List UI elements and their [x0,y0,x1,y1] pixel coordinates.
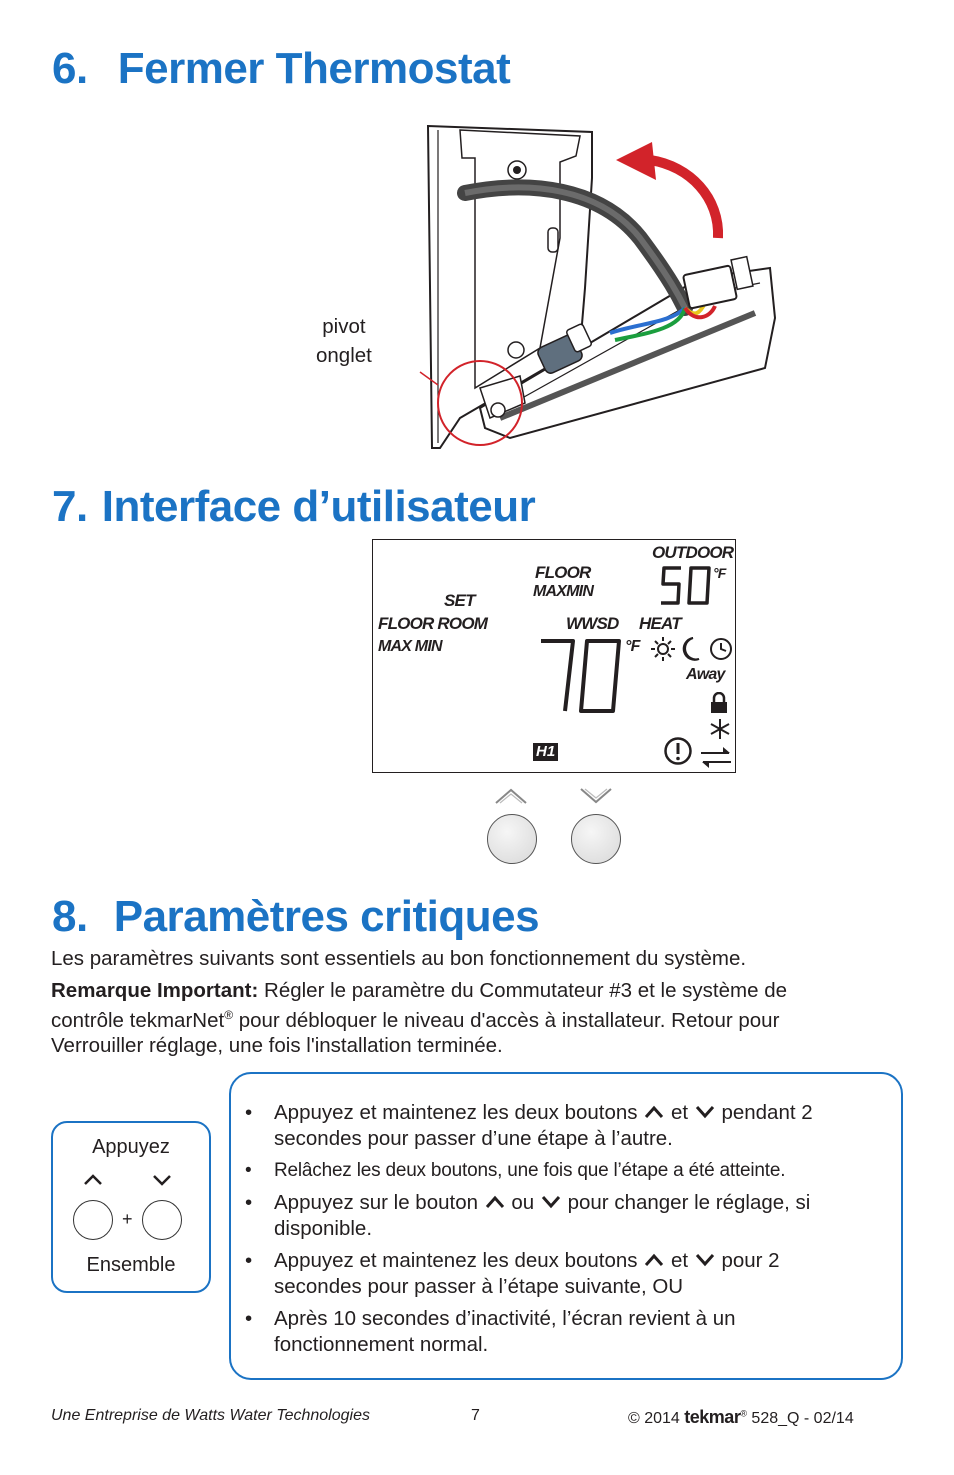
wwsd-label: WWSD [566,614,619,633]
h1-badge: H1 [533,743,559,761]
floor-room-label: FLOOR ROOM [378,614,488,633]
callout-line-2: onglet [316,344,372,367]
up-chevron-icon [645,1105,664,1118]
instructions-list: • Appuyez et maintenez les deux boutons … [245,1100,895,1364]
max-min-label: MAX MIN [378,638,443,655]
set-label: SET [444,591,475,610]
item-text: disponible. [274,1217,373,1240]
up-chevron-icon [645,1253,664,1266]
snowflake-icon [710,719,730,739]
down-button[interactable] [571,814,621,864]
item-text: pour changer le réglage, si [561,1191,811,1214]
section-8-intro: Les paramètres suivants sont essentiels … [51,947,747,970]
bullet: • [245,1101,253,1124]
mode-icons [651,637,732,661]
outdoor-temperature-digits [661,566,711,605]
note-label: Remarque Important: [51,979,259,1002]
section-7-heading: 7. Interface d’utilisateur [52,482,536,532]
section-number: 8. [52,892,88,941]
down-chevron-icon [695,1106,714,1119]
bullet: • [245,1160,252,1181]
item-text: pour 2 [715,1249,780,1272]
item-text: secondes pour passer à l’étape suivante,… [274,1275,684,1298]
outdoor-unit: °F [713,565,726,581]
item-text: Après 10 secondes d’inactivité, l’écran … [274,1307,736,1330]
pivot-callout-label: pivot onglet [316,312,372,370]
warning-icon [664,737,692,765]
plus-sign: + [122,1209,133,1229]
note-line-2a: contrôle tekmarNet [51,1008,225,1032]
section-title: Fermer Thermostat [117,44,511,93]
footer-right: © 2014 tekmar® 528_Q - 02/14 [628,1407,854,1428]
small-down-chevron-icon [153,1175,171,1186]
item-text: fonctionnement normal. [274,1333,489,1356]
down-chevron-icon [695,1254,714,1267]
press-together-diagram: Appuyez + Ensemble [51,1121,211,1293]
small-down-button-drawing [142,1200,182,1240]
bullet: • [245,1249,253,1272]
press-bottom-label: Ensemble [86,1254,176,1276]
page-number: 7 [471,1407,480,1424]
section-number: 6. [52,44,88,93]
sun-icon [651,637,675,661]
note-line-2b: pour débloquer le niveau d'accès à insta… [233,1008,780,1032]
list-item: • Appuyez et maintenez les deux boutons … [245,1248,895,1300]
down-chevron-icon [541,1196,561,1209]
item-text: pendant 2 [715,1101,813,1124]
small-up-button-drawing [73,1200,113,1240]
thermostat-closing-illustration [419,124,777,449]
moon-icon [682,637,700,661]
item-text: ou [505,1191,540,1214]
list-item: • Relâchez les deux boutons, une fois qu… [245,1158,895,1184]
bullet: • [245,1307,253,1330]
brand-reg-mark: ® [740,1408,747,1419]
note-line-1: Régler le paramètre du Commutateur #3 et… [258,979,788,1002]
list-item: • Appuyez et maintenez les deux boutons … [245,1100,895,1152]
bullet: • [245,1191,253,1214]
press-top-label: Appuyez [92,1136,170,1158]
section-title: Interface d’utilisateur [101,482,536,531]
list-item: • Appuyez sur le bouton ou pour changer … [245,1190,895,1242]
small-up-chevron-icon [84,1174,102,1185]
up-chevron-icon [485,1195,504,1208]
exchange-arrows-icon [701,747,731,768]
copyright: © 2014 [628,1410,680,1427]
item-text: Appuyez sur le bouton [274,1191,484,1214]
section-8-heading: 8. Paramètres critiques [52,892,540,942]
item-text: Relâchez les deux boutons, une fois que … [274,1160,786,1181]
section-number: 7. [52,482,88,531]
instructions-box: • Appuyez et maintenez les deux boutons … [229,1072,903,1380]
list-item: • Après 10 secondes d’inactivité, l’écra… [245,1306,895,1358]
tekmar-logo: tekmar [684,1407,741,1427]
down-chevron-icon [580,788,612,804]
item-text: Appuyez et maintenez les deux boutons [274,1249,644,1272]
important-note: Remarque Important: Régler le paramètre … [51,978,906,1058]
registered-mark: ® [224,1008,234,1022]
item-text: Appuyez et maintenez les deux boutons [274,1101,644,1124]
section-title: Paramètres critiques [113,892,540,941]
main-unit: °F [625,638,640,655]
away-label: Away [686,666,725,683]
section-6-heading: 6. Fermer Thermostat [52,44,511,94]
item-text: secondes pour passer d’une étape à l’aut… [274,1127,673,1150]
item-text: et [665,1101,694,1124]
up-button[interactable] [487,814,537,864]
clock-icon [710,638,732,660]
footer-company: Une Entreprise de Watts Water Technologi… [51,1407,370,1424]
outdoor-label: OUTDOOR [652,543,734,562]
callout-line-1: pivot [322,315,366,338]
item-text: et [665,1249,694,1272]
document-number: 528_Q - 02/14 [751,1410,854,1427]
heat-label: HEAT [639,614,682,633]
lock-icon [711,692,727,713]
note-line-3: Verrouiller réglage, une fois l'installa… [51,1033,503,1057]
maxmin-top-label: MAXMIN [533,583,594,600]
lcd-display: OUTDOOR °F 50 FLOOR MAXMIN SET FLOOR ROO… [372,539,736,773]
floor-label: FLOOR [535,563,591,582]
up-chevron-icon [495,788,527,804]
main-temperature-digits [541,639,621,713]
